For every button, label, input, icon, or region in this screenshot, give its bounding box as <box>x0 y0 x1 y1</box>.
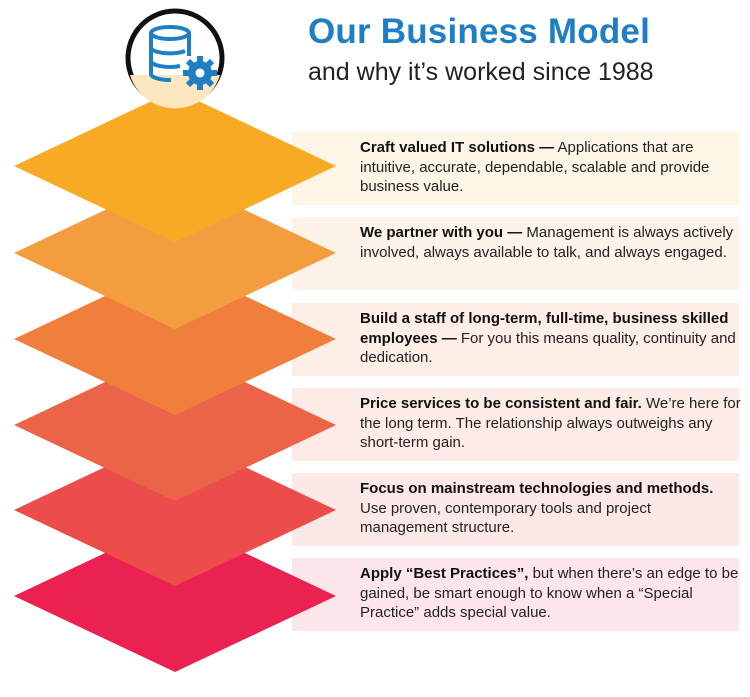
layer-heading: We partner with you — <box>360 224 523 241</box>
page-subtitle: and why it’s worked since 1988 <box>308 58 654 86</box>
layer-heading: Build a staff of long-term, full-time, b… <box>360 310 729 347</box>
layer-description-5: Focus on mainstream technologies and met… <box>360 479 742 538</box>
layer-heading: Price services to be consistent and fair… <box>360 395 642 412</box>
layer-band-1 <box>292 132 739 205</box>
layer-description-1: Craft valued IT solutions — Applications… <box>360 138 742 197</box>
layer-diamond-1 <box>14 90 336 242</box>
layer-band-4 <box>292 388 739 461</box>
page-title: Our Business Model <box>308 12 650 51</box>
layer-diamond-3 <box>14 263 336 415</box>
layer-description-2: We partner with you — Management is alwa… <box>360 223 742 262</box>
layer-band-2 <box>292 217 739 290</box>
layer-band-5 <box>292 473 739 546</box>
layer-text: but when there’s an edge to be gained, b… <box>360 565 739 621</box>
layer-heading: Focus on mainstream technologies and met… <box>360 480 714 497</box>
layer-diamond-4 <box>14 349 336 501</box>
layer-heading: Apply “Best Practices”, <box>360 565 529 582</box>
layer-description-4: Price services to be consistent and fair… <box>360 394 742 453</box>
database-gear-icon <box>125 8 225 109</box>
layer-diamond-2 <box>14 177 336 329</box>
layer-band-6 <box>292 558 739 631</box>
layer-band-3 <box>292 303 739 376</box>
layer-diamond-5 <box>14 434 336 586</box>
layer-description-6: Apply “Best Practices”, but when there’s… <box>360 564 742 623</box>
layer-text: Use proven, contemporary tools and proje… <box>360 499 651 537</box>
layer-heading: Craft valued IT solutions — <box>360 139 555 156</box>
layer-text: We’re here for the long term. The relati… <box>360 395 741 451</box>
layer-description-3: Build a staff of long-term, full-time, b… <box>360 309 742 368</box>
layer-text: For you this means quality, continuity a… <box>360 329 736 367</box>
layer-text: Applications that are intuitive, accurat… <box>360 139 710 195</box>
layer-text: Management is always actively involved, … <box>360 224 734 261</box>
layer-diamond-6 <box>14 520 336 672</box>
